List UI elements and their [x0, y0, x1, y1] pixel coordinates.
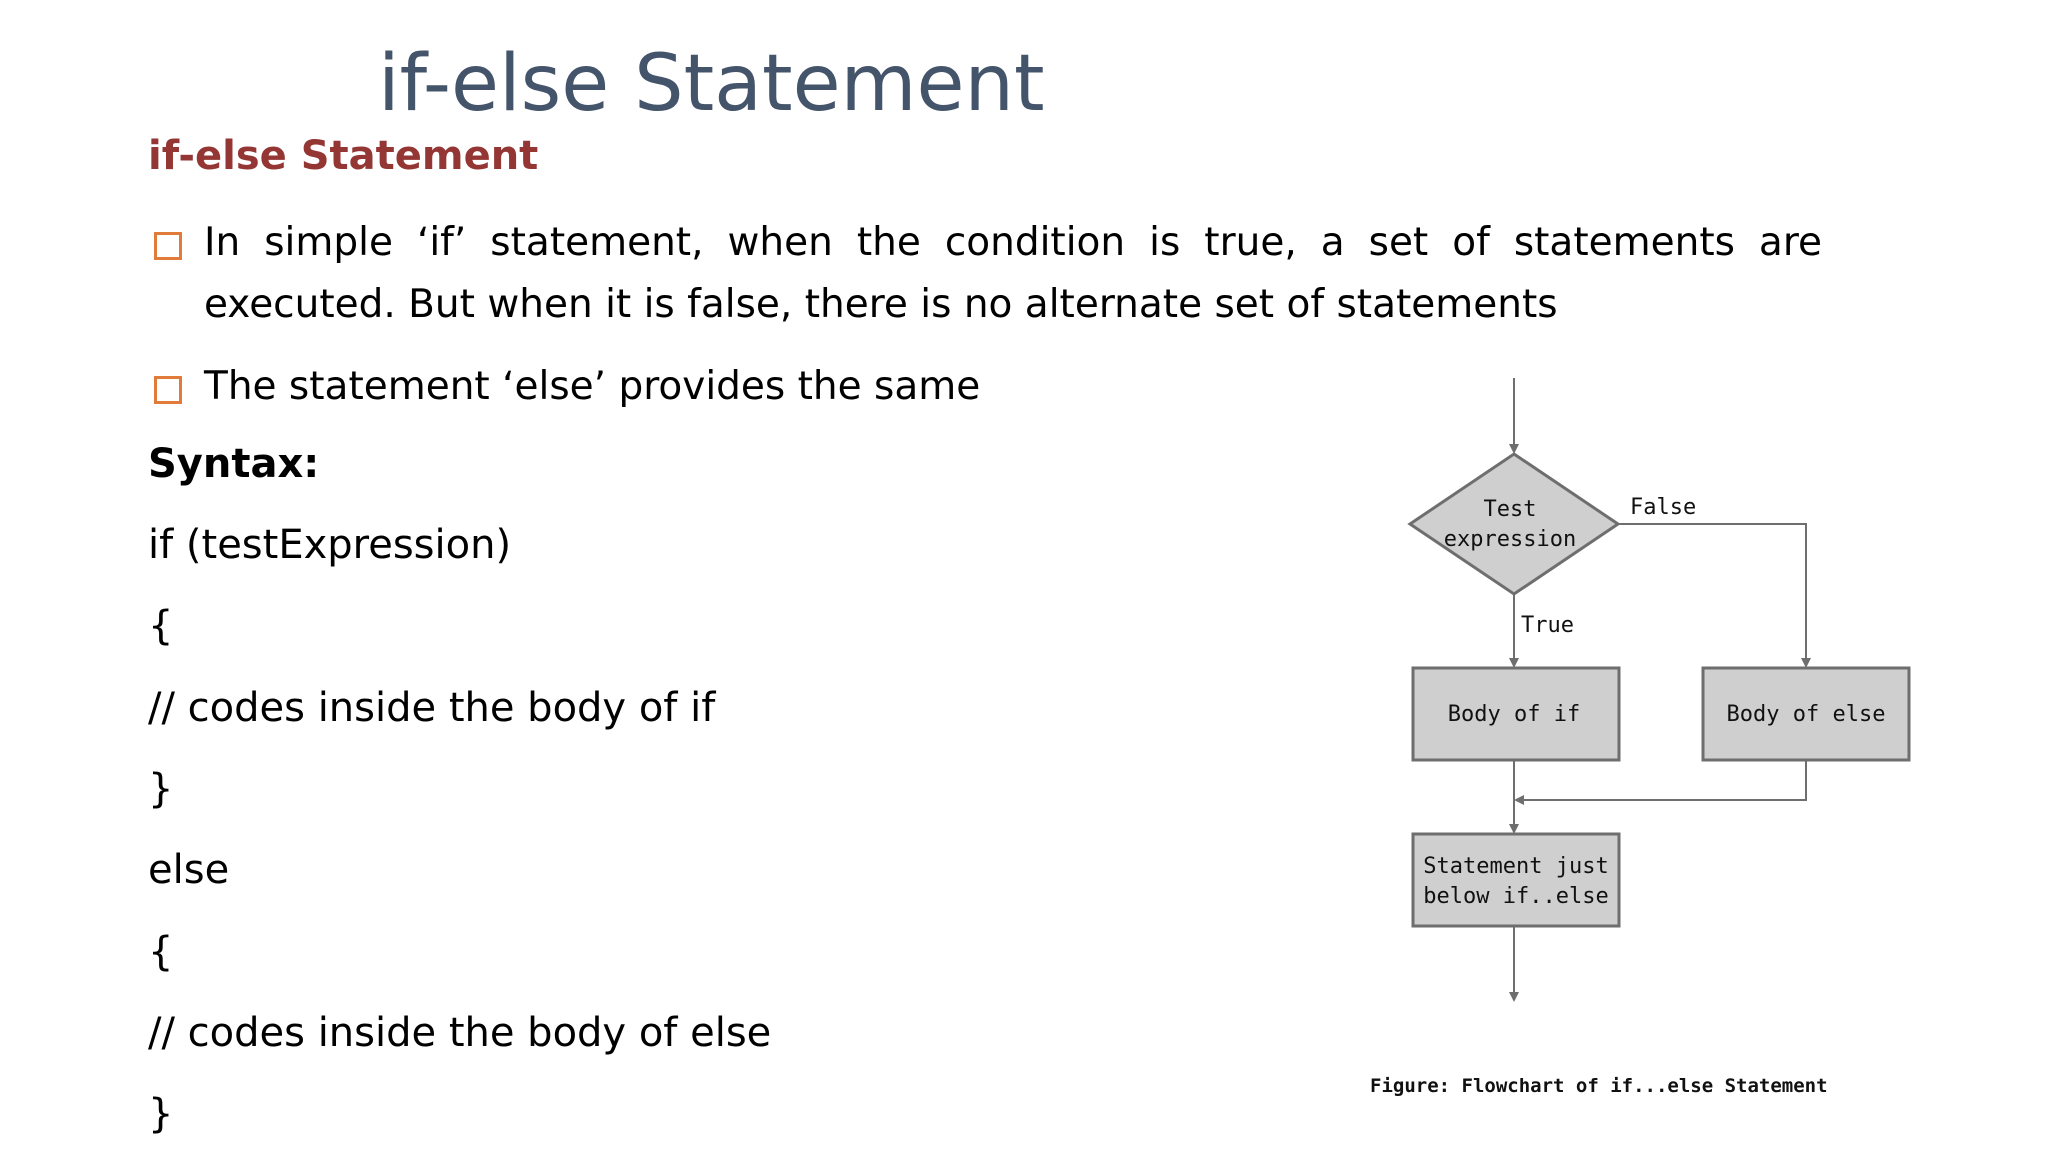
after-statement-label: Statement just: [1423, 854, 1608, 879]
after-statement-label: below if..else: [1423, 884, 1608, 909]
code-line: }: [148, 766, 174, 812]
code-line: // codes inside the body of else: [148, 1010, 772, 1056]
decision-label: Test: [1484, 497, 1537, 522]
decision-diamond: [1407, 452, 1621, 596]
bullet-text: The statement ‘else’ provides the same: [204, 364, 981, 409]
body-if-box: [1411, 666, 1621, 762]
bullet-item: The statement ‘else’ provides the same: [150, 356, 1822, 418]
section-heading: if-else Statement: [148, 133, 539, 179]
decision-label: expression: [1444, 527, 1576, 552]
bullet-item: In simple ‘if’ statement, when the condi…: [150, 212, 1822, 336]
after-statement-box: [1411, 832, 1621, 928]
flowchart-diagram: Test expression False True Body of if Bo…: [1370, 378, 1911, 1097]
syntax-label: Syntax:: [148, 441, 320, 487]
bullet-text: In simple ‘if’ statement, when the condi…: [204, 220, 1822, 327]
true-label: True: [1521, 613, 1574, 638]
code-line: // codes inside the body of if: [148, 685, 716, 731]
page-title: if-else Statement: [378, 39, 1045, 129]
code-line: if (testExpression): [148, 522, 512, 568]
code-line: }: [148, 1091, 174, 1137]
code-line: else: [148, 847, 230, 893]
false-label: False: [1630, 495, 1696, 520]
code-line: {: [148, 929, 174, 975]
false-branch-arrow: [1618, 523, 1811, 668]
checkbox-bullet-icon: [154, 376, 182, 404]
code-line: {: [148, 603, 174, 649]
figure-caption: Figure: Flowchart of if...else Statement: [1370, 1075, 1828, 1097]
body-else-box: [1701, 666, 1911, 762]
checkbox-bullet-icon: [154, 232, 182, 260]
body-if-label: Body of if: [1448, 702, 1580, 727]
body-else-label: Body of else: [1727, 702, 1886, 727]
else-merge-arrow: [1514, 760, 1807, 805]
